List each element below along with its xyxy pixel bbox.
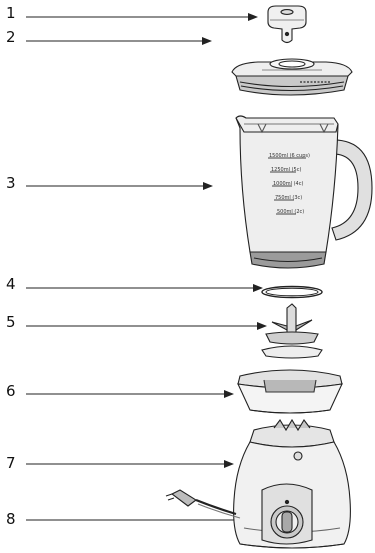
part-power-cord <box>165 489 241 519</box>
part-jug: 1500ml (6 cups) 1250ml (5c) 1000ml (4c) … <box>235 115 373 269</box>
callout-number-4: 4 <box>6 275 16 293</box>
callout-number-3: 3 <box>6 174 16 192</box>
measure-mark-750: 750ml (3c) <box>275 195 302 201</box>
part-lid <box>231 58 353 96</box>
measure-mark-1000: 1000ml (4c) <box>273 181 303 187</box>
callout-number-1: 1 <box>6 4 16 22</box>
part-lid-cap <box>267 5 307 44</box>
part-jug-base <box>237 369 343 414</box>
callout-number-6: 6 <box>6 382 16 400</box>
part-sealing-ring <box>261 285 323 299</box>
leader-lines <box>26 13 267 524</box>
part-blade-assembly <box>261 303 323 359</box>
callout-number-7: 7 <box>6 454 16 472</box>
measure-mark-500: 500ml (2c) <box>277 209 304 215</box>
part-motor-base <box>233 418 351 549</box>
measure-mark-1500: 1500ml (6 cups) <box>269 153 310 159</box>
measure-mark-1250: 1250ml (5c) <box>271 167 301 173</box>
callout-number-8: 8 <box>6 510 16 528</box>
callout-number-2: 2 <box>6 28 16 46</box>
callout-number-5: 5 <box>6 313 16 331</box>
